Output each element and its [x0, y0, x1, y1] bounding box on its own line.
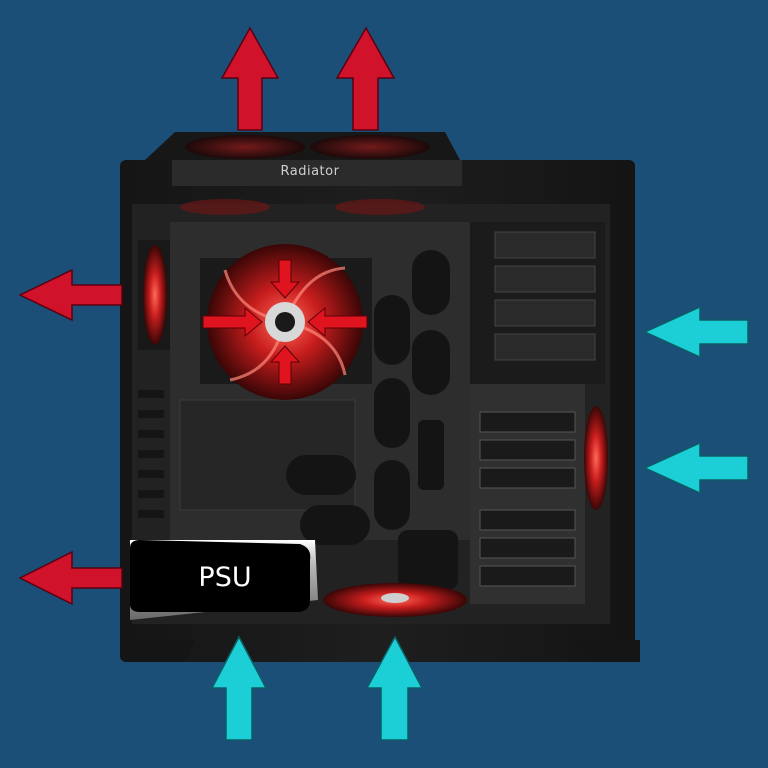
radiator-label: Radiator [280, 164, 340, 179]
top-fan-glow [180, 199, 270, 215]
front-fan [584, 406, 608, 510]
intake-arrow-bottom-left [210, 635, 268, 741]
rear-fan [143, 245, 167, 345]
exhaust-arrows [18, 26, 396, 606]
side-fan-intake-arrows [202, 259, 368, 385]
exhaust-arrow-top-right [335, 26, 396, 131]
intake-arrow-front-lower [643, 441, 749, 495]
exhaust-arrow-rear-lower [18, 550, 123, 606]
hdd-slots [479, 411, 576, 587]
bottom-fan-hub [381, 593, 409, 603]
exhaust-arrow-rear-upper [18, 268, 123, 322]
intake-arrow-bottom-right [365, 635, 424, 741]
cable-grommets [286, 250, 458, 590]
radiator-panel [172, 160, 462, 186]
case-foot-right [575, 640, 640, 662]
expansion-slots [138, 390, 164, 518]
side-fan-hub-center [275, 312, 295, 332]
intake-arrow-front-upper [643, 305, 749, 359]
intake-arrows [210, 305, 749, 741]
exhaust-arrow-top-left [220, 26, 280, 131]
top-fan-glow [335, 199, 425, 215]
psu-label: PSU [198, 562, 252, 593]
radiator-fan-glow [185, 135, 305, 159]
psu-unit [130, 540, 311, 612]
bay-slots [494, 231, 596, 361]
radiator-fan-glow [310, 135, 430, 159]
case-foot-left [120, 640, 195, 662]
